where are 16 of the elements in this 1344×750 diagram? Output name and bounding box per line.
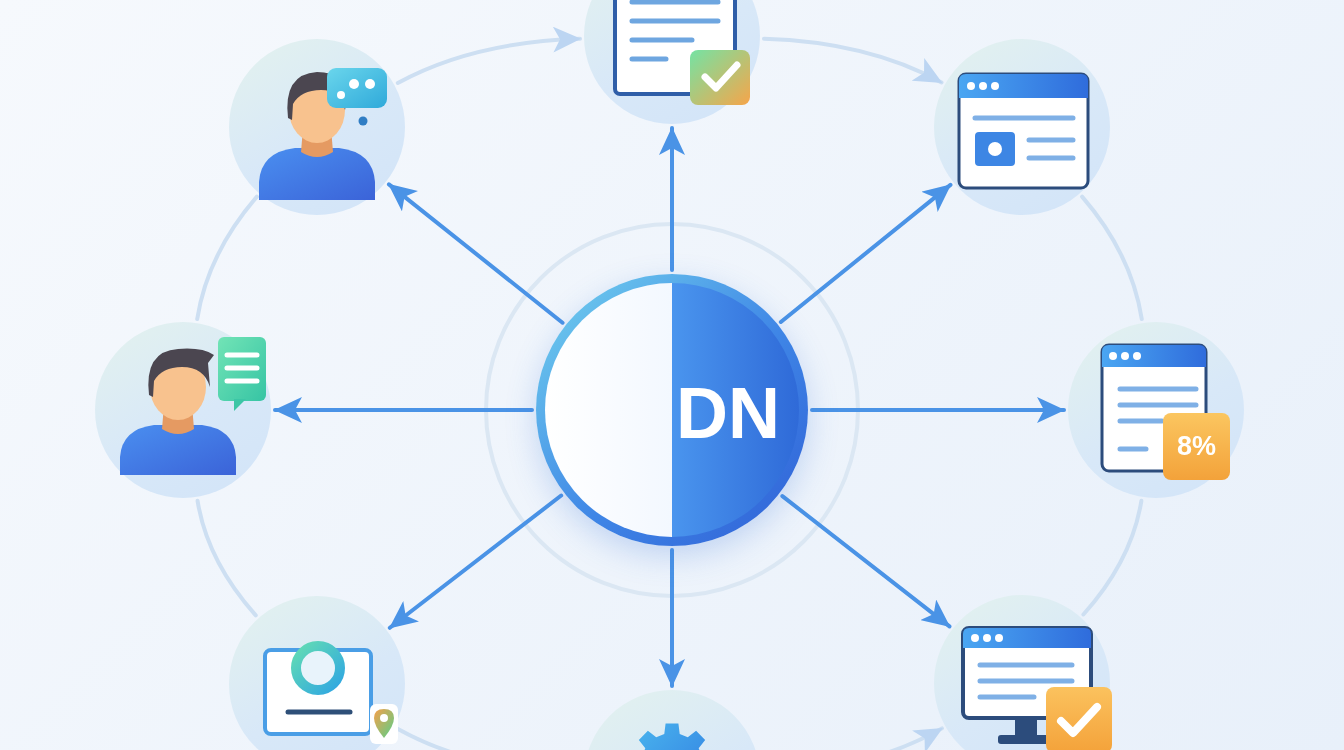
hub-label: DN xyxy=(676,377,780,449)
connector-line xyxy=(1080,194,1144,322)
arrow xyxy=(273,397,534,423)
connector-line xyxy=(1081,498,1144,617)
connector-line xyxy=(195,194,259,322)
arrow xyxy=(778,182,953,324)
connector-line xyxy=(195,498,258,618)
arrow xyxy=(659,126,685,272)
arrow xyxy=(780,494,952,629)
arrow xyxy=(810,397,1066,423)
arrow xyxy=(387,493,564,630)
arrow xyxy=(761,36,944,85)
arrow xyxy=(659,548,685,688)
arrow xyxy=(386,182,565,325)
arrow xyxy=(395,26,583,85)
percent-badge: 8% xyxy=(1163,413,1230,480)
